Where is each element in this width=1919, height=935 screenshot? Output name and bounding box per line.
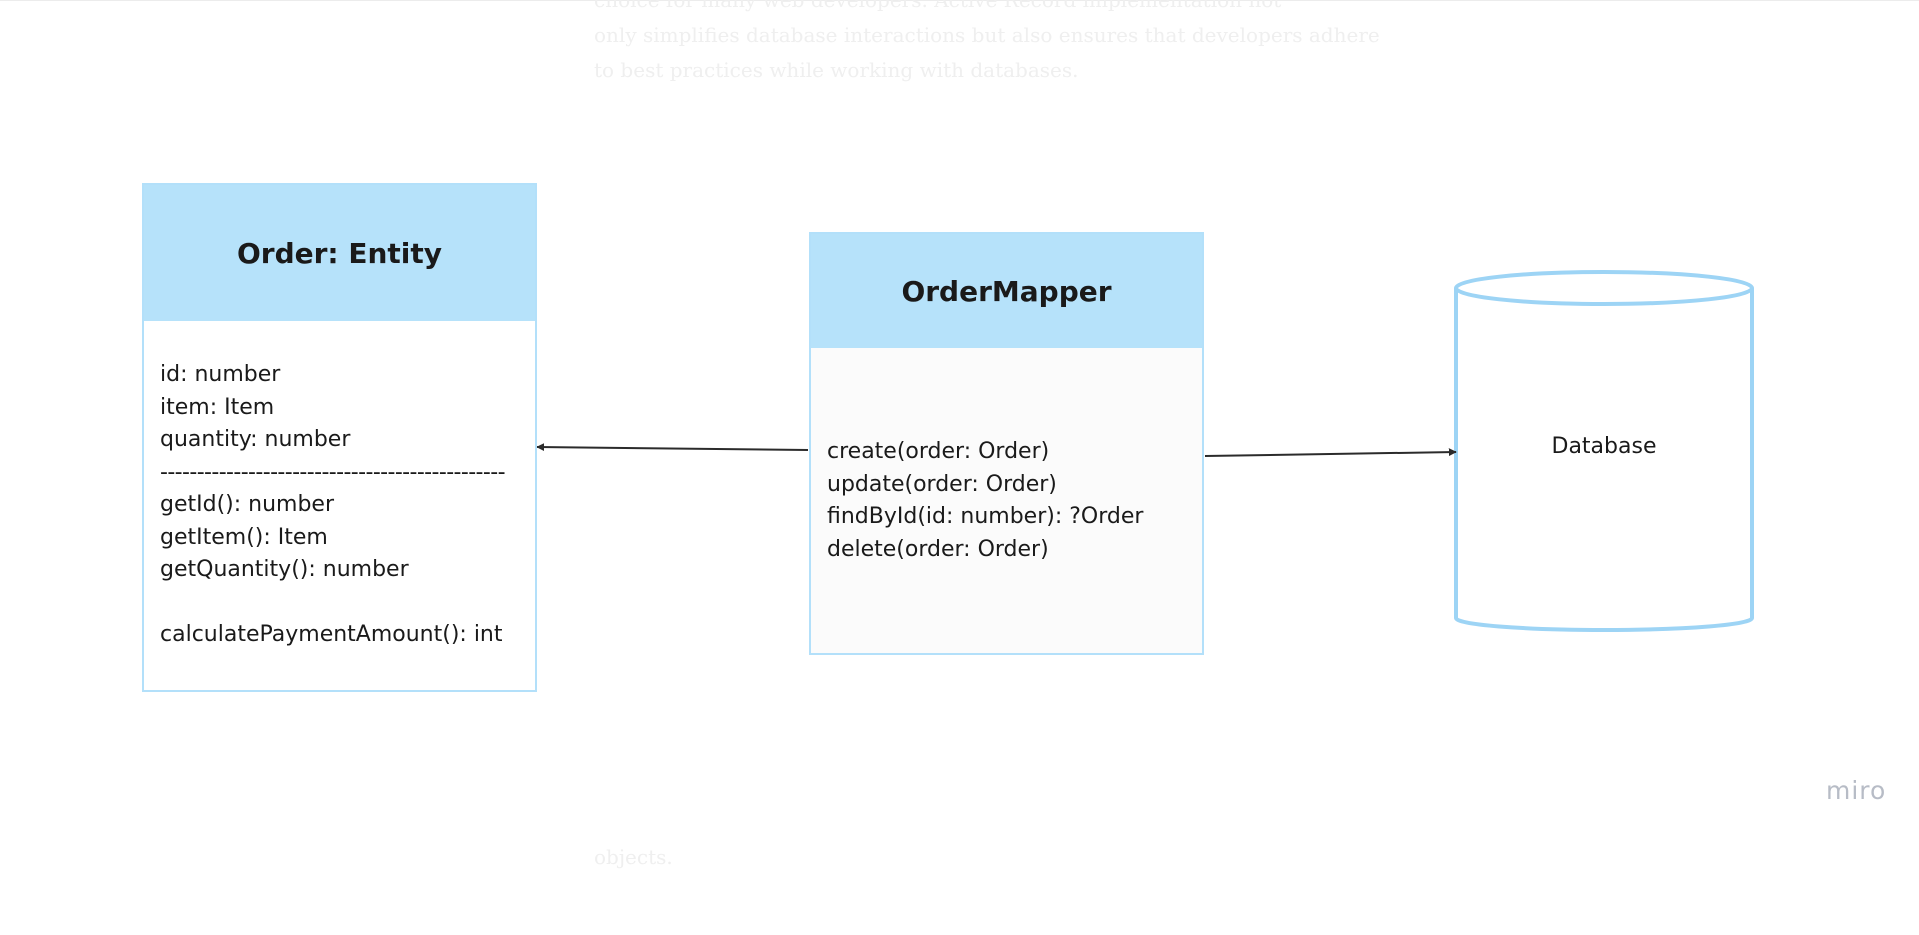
- database-cylinder[interactable]: [1454, 270, 1754, 632]
- background-text-line: to best practices while working with dat…: [594, 58, 1079, 82]
- entity-member: item: Item: [160, 394, 275, 420]
- order-entity-header: Order: Entity: [144, 185, 535, 321]
- background-text-line: only simplifies database interactions bu…: [594, 23, 1380, 47]
- background-text-bottom: objects.: [594, 845, 673, 869]
- entity-member: id: number: [160, 362, 281, 387]
- entity-blank-line: [160, 587, 527, 620]
- background-text-line: choice for many web developers. Active R…: [594, 0, 1282, 12]
- order-mapper-title: OrderMapper: [901, 274, 1112, 308]
- top-divider: [0, 0, 1919, 1]
- database-cylinder-body: [1454, 288, 1754, 632]
- order-mapper-methods: create(order: Order) update(order: Order…: [827, 436, 1194, 566]
- mapper-method: create(order: Order): [827, 439, 1050, 464]
- miro-logo: miro: [1826, 776, 1887, 805]
- order-entity-class[interactable]: Order: Entity id: number item: Item quan…: [142, 183, 537, 692]
- entity-separator: ----------------------------------------…: [160, 459, 506, 485]
- order-mapper-class[interactable]: OrderMapper create(order: Order) update(…: [809, 232, 1204, 655]
- mapper-method: delete(order: Order): [827, 536, 1049, 562]
- order-entity-members: id: number item: Item quantity: number -…: [160, 359, 527, 652]
- background-text-top: choice for many web developers. Active R…: [594, 0, 1380, 88]
- entity-method: getId(): number: [160, 492, 335, 517]
- database-label: Database: [1551, 434, 1657, 459]
- order-mapper-header: OrderMapper: [811, 234, 1202, 348]
- arrow-mapper-to-entity: [536, 443, 809, 452]
- database-cylinder-top: [1454, 270, 1754, 306]
- order-entity-title: Order: Entity: [236, 236, 443, 270]
- mapper-method: findById(id: number): ?Order: [827, 504, 1144, 529]
- entity-method: calculatePaymentAmount(): int: [160, 622, 503, 647]
- mapper-method: update(order: Order): [827, 471, 1057, 497]
- entity-member: quantity: number: [160, 427, 351, 452]
- entity-method: getQuantity(): number: [160, 557, 409, 582]
- entity-method: getItem(): Item: [160, 524, 328, 550]
- arrow-mapper-to-database: [1204, 448, 1457, 457]
